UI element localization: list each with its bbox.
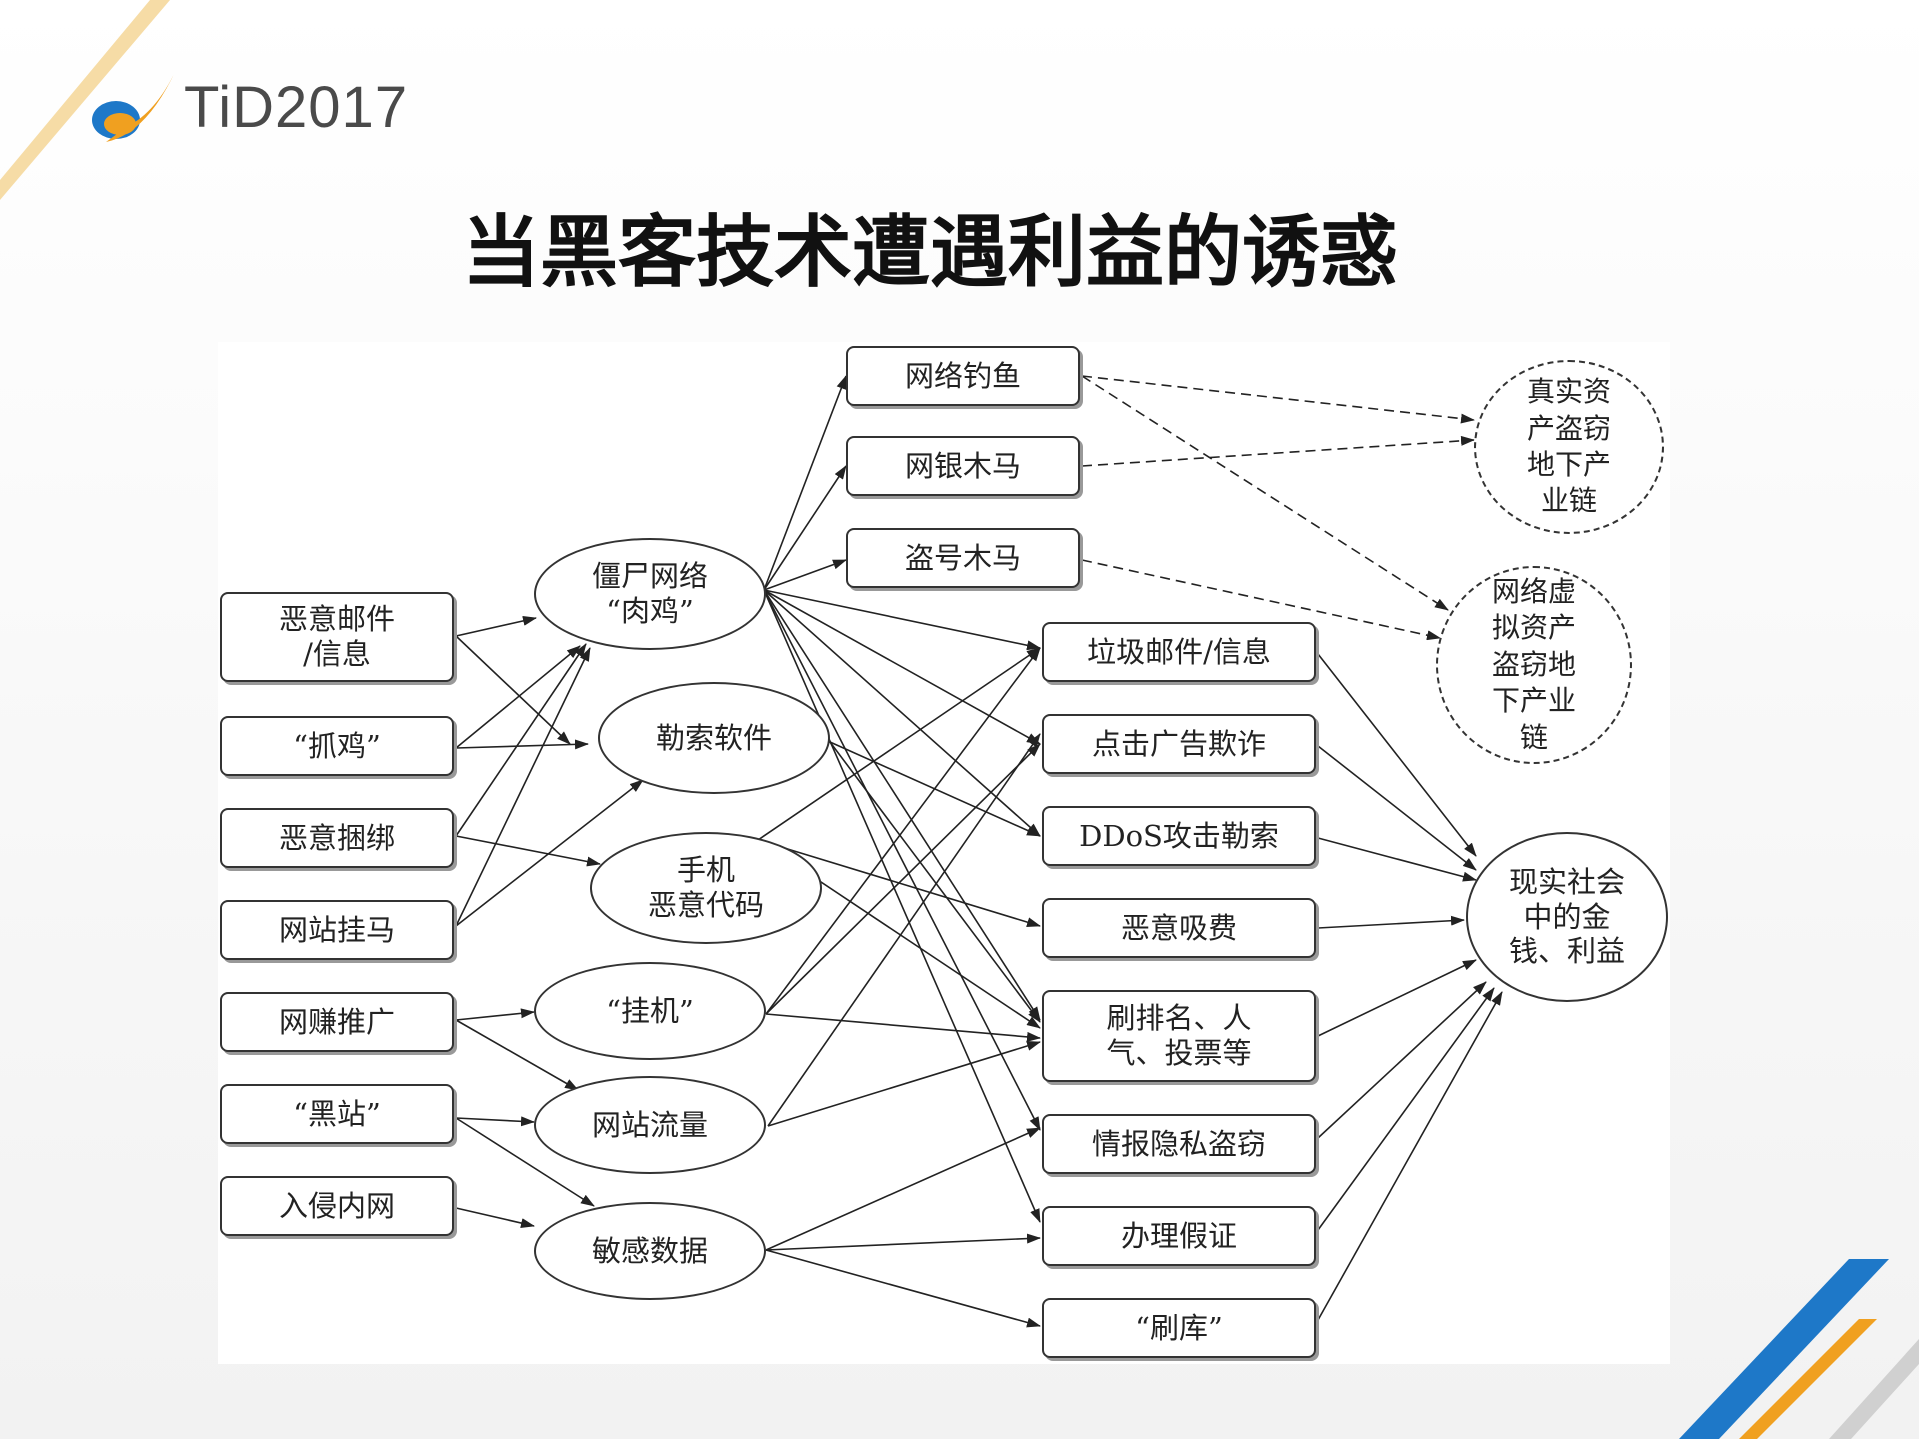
node-real-money: 现实社会 中的金 钱、利益 — [1466, 832, 1668, 1002]
node-phishing: 网络钓鱼 — [846, 346, 1080, 406]
logo-text: TiD2017 — [184, 74, 409, 140]
node-fake-certificates: 办理假证 — [1042, 1206, 1316, 1266]
node-malicious-email: 恶意邮件 /信息 — [220, 592, 454, 682]
node-intranet-intrusion: 入侵内网 — [220, 1176, 454, 1236]
node-premium-fees: 恶意吸费 — [1042, 898, 1316, 958]
node-malicious-bundle: 恶意捆绑 — [220, 808, 454, 868]
node-mobile-malware: 手机 恶意代码 — [590, 832, 822, 944]
flow-diagram: 恶意邮件 /信息 “抓鸡” 恶意捆绑 网站挂马 网赚推广 “黑站” 入侵内网 僵… — [218, 342, 1670, 1364]
node-click-fraud: 点击广告欺诈 — [1042, 714, 1316, 774]
node-zhuaji: “抓鸡” — [220, 716, 454, 776]
node-website-trojan: 网站挂马 — [220, 900, 454, 960]
node-account-trojan: 盗号木马 — [846, 528, 1080, 588]
diagram-connectors — [455, 375, 1503, 1328]
node-black-site: “黑站” — [220, 1084, 454, 1144]
flame-logo-icon — [86, 62, 182, 152]
node-sensitive-data: 敏感数据 — [534, 1202, 766, 1300]
node-bank-trojan: 网银木马 — [846, 436, 1080, 496]
page-title: 当黑客技术遭遇利益的诱惑 — [461, 208, 1398, 298]
node-hang-up: “挂机” — [534, 962, 766, 1060]
node-web-traffic: 网站流量 — [534, 1076, 766, 1174]
node-ranking-fraud: 刷排名、人 气、投票等 — [1042, 990, 1316, 1082]
node-real-asset-theft: 真实资 产盗窃 地下产 业链 — [1474, 360, 1664, 534]
node-spam: 垃圾邮件/信息 — [1042, 622, 1316, 682]
node-virtual-asset-theft: 网络虚 拟资产 盗窃地 下产业 链 — [1436, 566, 1632, 764]
tid-logo: TiD2017 — [86, 62, 408, 152]
node-db-dump: “刷库” — [1042, 1298, 1316, 1358]
node-ransomware: 勒索软件 — [598, 682, 830, 794]
node-privacy-theft: 情报隐私盗窃 — [1042, 1114, 1316, 1174]
node-ddos: DDoS攻击勒索 — [1042, 806, 1316, 866]
node-web-promo: 网赚推广 — [220, 992, 454, 1052]
node-botnet: 僵尸网络 “肉鸡” — [534, 538, 766, 650]
